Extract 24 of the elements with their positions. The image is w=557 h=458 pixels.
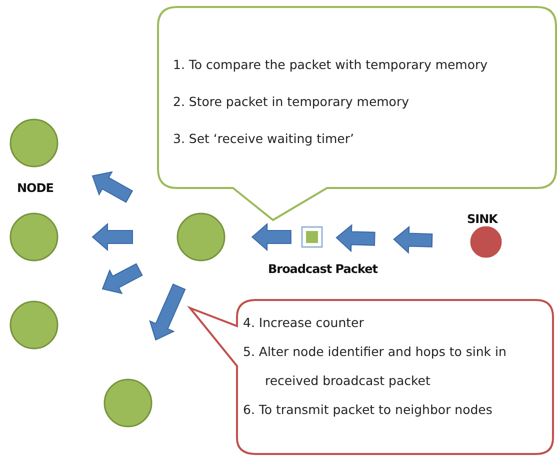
speech-bubble (157, 6, 557, 222)
list-item: 2. Store packet in temporary memory (173, 93, 410, 111)
list-item: 4. Increase counter (243, 314, 365, 332)
block-arrow (149, 284, 186, 341)
list-item: 3. Set ‘receive waiting timer’ (173, 130, 355, 148)
block-arrow (92, 222, 133, 252)
node-label: SINK (467, 212, 498, 226)
circle-node (9, 300, 59, 350)
list-item: 5. Alter node identifier and hops to sink in received broadcast packet (243, 343, 508, 390)
node-label: NODE (17, 181, 54, 195)
block-arrow (336, 224, 433, 254)
node-label: Broadcast Packet (268, 262, 378, 276)
block-arrow (102, 263, 143, 294)
circle-node (176, 212, 226, 262)
circle-node (468, 224, 504, 260)
packet-square (301, 226, 323, 248)
speech-bubble (188, 298, 556, 456)
circle-node (9, 118, 59, 168)
circle-node (103, 378, 153, 428)
list-item: 6. To transmit packet to neighbor nodes (243, 401, 494, 419)
block-arrow (92, 171, 134, 203)
block-arrow (251, 222, 292, 252)
list-item: 1. To compare the packet with temporary memory (173, 56, 489, 74)
circle-node (9, 212, 59, 262)
